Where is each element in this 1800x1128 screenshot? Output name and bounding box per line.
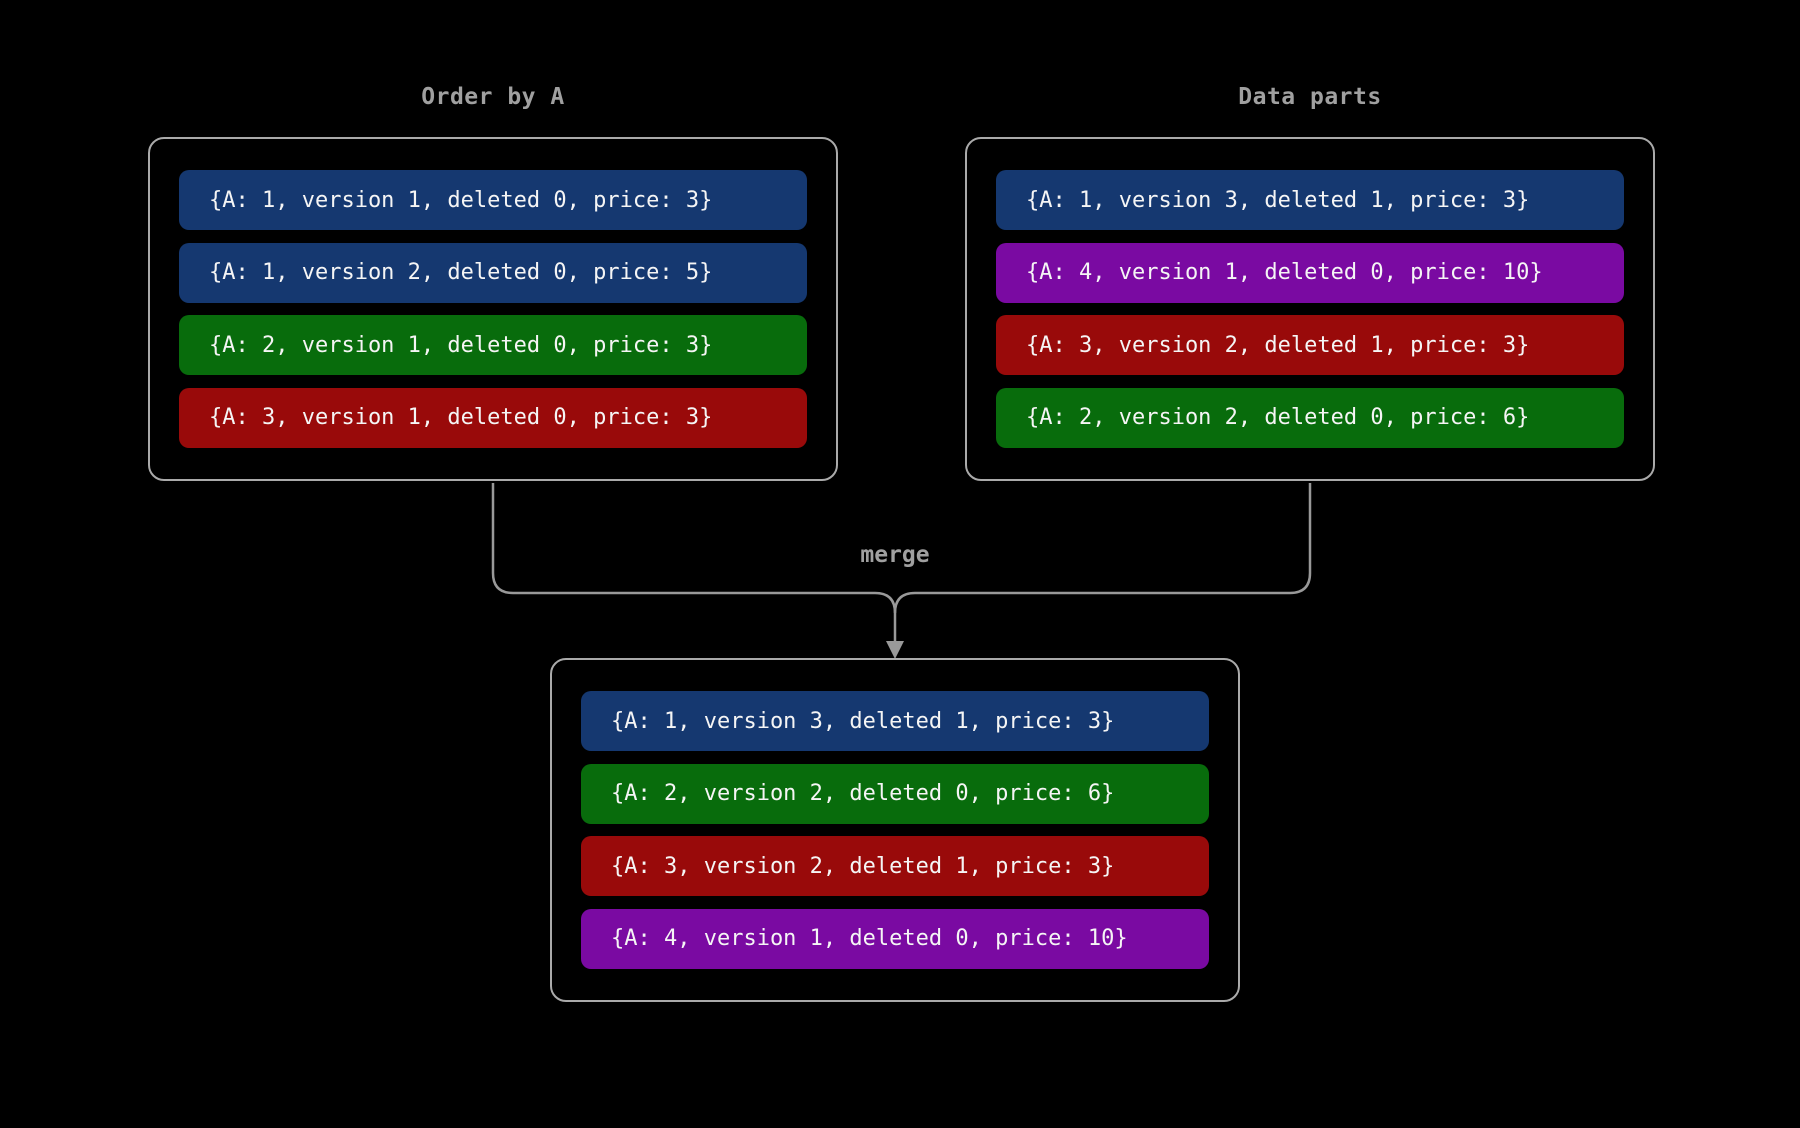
table-row: {A: 4, version 1, deleted 0, price: 10} [996, 242, 1624, 303]
table-row: {A: 4, version 1, deleted 0, price: 10} [581, 908, 1209, 969]
table-row: {A: 3, version 2, deleted 1, price: 3} [581, 836, 1209, 897]
data-parts-box: {A: 1, version 3, deleted 1, price: 3} {… [965, 137, 1655, 481]
merged-result-box: {A: 1, version 3, deleted 1, price: 3} {… [550, 658, 1240, 1002]
table-row: {A: 1, version 3, deleted 1, price: 3} [996, 170, 1624, 230]
left-box-title: Order by A [421, 84, 565, 110]
table-row: {A: 1, version 2, deleted 0, price: 5} [179, 242, 807, 303]
right-box-title: Data parts [1238, 84, 1382, 110]
table-row: {A: 3, version 1, deleted 0, price: 3} [179, 387, 807, 448]
table-row: {A: 2, version 1, deleted 0, price: 3} [179, 315, 807, 376]
table-row: {A: 2, version 2, deleted 0, price: 6} [996, 387, 1624, 448]
table-row: {A: 1, version 3, deleted 1, price: 3} [581, 691, 1209, 751]
merge-label: merge [860, 542, 930, 568]
table-row: {A: 1, version 1, deleted 0, price: 3} [179, 170, 807, 230]
merge-arrowhead-icon [886, 641, 904, 659]
table-row: {A: 2, version 2, deleted 0, price: 6} [581, 763, 1209, 824]
table-row: {A: 3, version 2, deleted 1, price: 3} [996, 315, 1624, 376]
order-by-a-box: {A: 1, version 1, deleted 0, price: 3} {… [148, 137, 838, 481]
